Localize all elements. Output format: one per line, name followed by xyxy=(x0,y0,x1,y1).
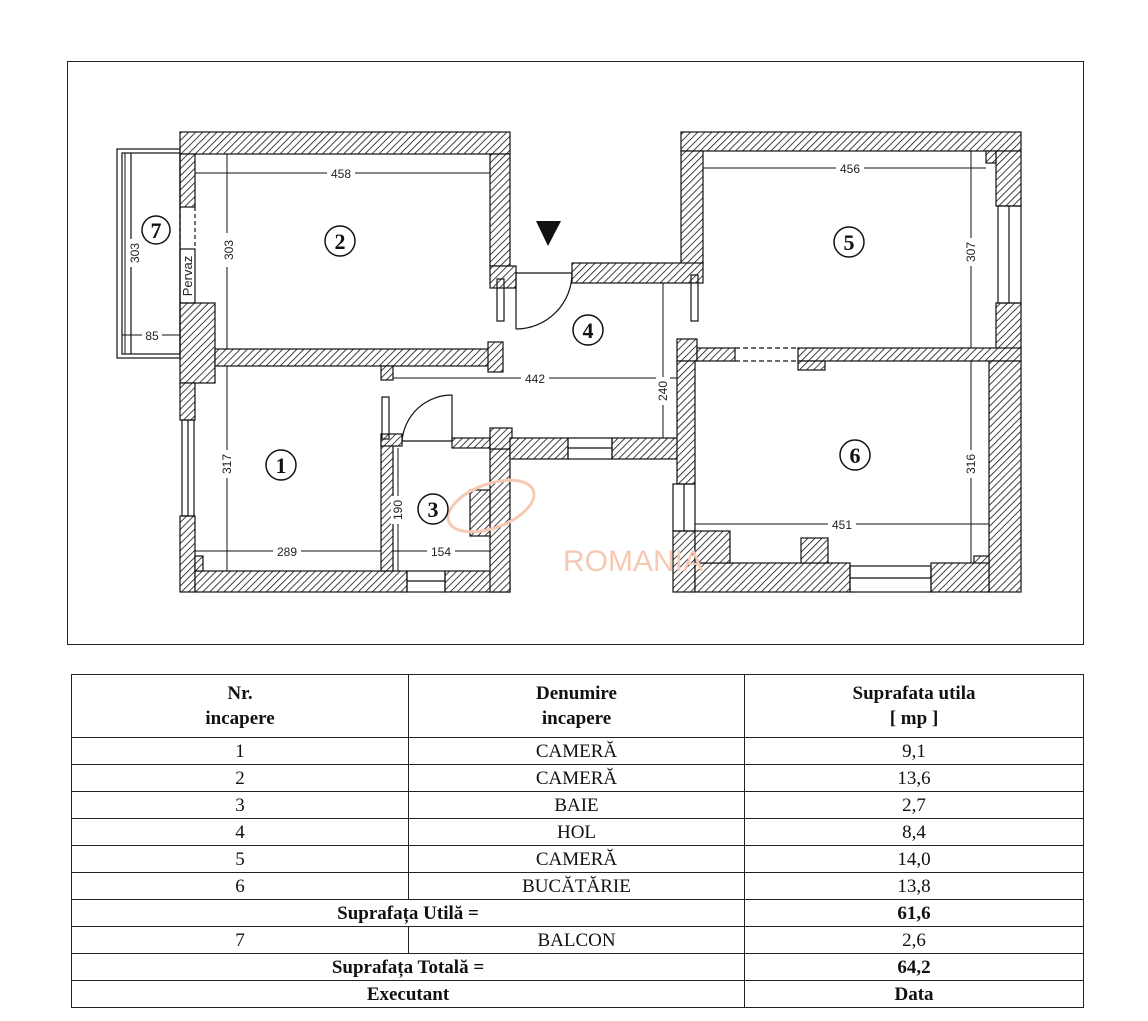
pervaz-label: Pervaz xyxy=(180,256,195,296)
cell-area: 2,6 xyxy=(744,926,1084,954)
date-label: Data xyxy=(744,980,1084,1008)
room-area-table: Nr. incapere Denumire incapere Suprafata… xyxy=(71,674,1084,1008)
cell-nr: 2 xyxy=(71,764,409,792)
cell-nr: 6 xyxy=(71,872,409,900)
table-row: 4 HOL 8,4 xyxy=(71,818,1084,846)
table-header-row: Nr. incapere Denumire incapere Suprafata… xyxy=(71,674,1084,738)
cell-name: BUCĂTĂRIE xyxy=(408,872,745,900)
table-row: 3 BAIE 2,7 xyxy=(71,791,1084,819)
total-area-label: Suprafața Totală = xyxy=(71,953,745,981)
walls-right-block xyxy=(571,131,1022,593)
room-label-5: 5 xyxy=(833,226,865,258)
dim-room1-width: 289 xyxy=(277,545,297,559)
cell-name: CAMERĂ xyxy=(408,764,745,792)
dimension-labels: 458 303 303 85 317 289 190 154 442 240 4… xyxy=(128,161,978,559)
cell-area: 8,4 xyxy=(744,818,1084,846)
svg-text:4: 4 xyxy=(583,318,594,343)
header-room-name-line2: incapere xyxy=(541,708,612,729)
walls-left-block xyxy=(179,131,683,593)
header-room-area: Suprafata utila [ mp ] xyxy=(744,674,1084,738)
executant-label: Executant xyxy=(71,980,745,1008)
header-room-name: Denumire incapere xyxy=(408,674,745,738)
cell-area: 14,0 xyxy=(744,845,1084,873)
dim-room6-width: 451 xyxy=(832,518,852,532)
dim-room2-height: 303 xyxy=(222,240,236,260)
cell-name: HOL xyxy=(408,818,745,846)
cell-name: BALCON xyxy=(408,926,745,954)
cell-nr: 5 xyxy=(71,845,409,873)
table-row: 2 CAMERĂ 13,6 xyxy=(71,764,1084,792)
cell-name: CAMERĂ xyxy=(408,737,745,765)
table-row: 1 CAMERĂ 9,1 xyxy=(71,737,1084,765)
dim-room5-width: 456 xyxy=(840,162,860,176)
table-row: 6 BUCĂTĂRIE 13,8 xyxy=(71,872,1084,900)
svg-text:2: 2 xyxy=(335,229,346,254)
dim-room5-height: 307 xyxy=(964,242,978,262)
useful-area-row: Suprafața Utilă = 61,6 xyxy=(71,899,1084,927)
useful-area-value: 61,6 xyxy=(744,899,1084,927)
header-room-name-line1: Denumire xyxy=(536,683,617,704)
room-outlines xyxy=(116,148,1022,593)
dim-hall-height: 240 xyxy=(656,381,670,401)
room-label-1: 1 xyxy=(265,449,297,481)
room-label-4: 4 xyxy=(572,314,604,346)
dim-balcony-height: 303 xyxy=(128,243,142,263)
room-labels: 1 2 3 4 5 6 7 xyxy=(141,215,871,525)
signature-row: Executant Data xyxy=(71,980,1084,1008)
dim-balcony-depth: 85 xyxy=(145,329,159,343)
svg-text:3: 3 xyxy=(428,497,439,522)
room-label-3: 3 xyxy=(417,493,449,525)
header-room-number: Nr. incapere xyxy=(71,674,409,738)
cell-area: 2,7 xyxy=(744,791,1084,819)
table-row: 5 CAMERĂ 14,0 xyxy=(71,845,1084,873)
room-label-7: 7 xyxy=(141,215,171,245)
header-room-area-line2: [ mp ] xyxy=(889,708,939,729)
dim-room6-height: 316 xyxy=(964,454,978,474)
balcony-row: 7 BALCON 2,6 xyxy=(71,926,1084,954)
cell-area: 13,6 xyxy=(744,764,1084,792)
useful-area-label: Suprafața Utilă = xyxy=(71,899,745,927)
svg-text:1: 1 xyxy=(276,453,287,478)
svg-text:6: 6 xyxy=(850,443,861,468)
cell-name: CAMERĂ xyxy=(408,845,745,873)
entrance-arrow-icon xyxy=(536,221,561,246)
watermark: ROMANIA xyxy=(446,478,703,578)
header-room-number-line2: incapere xyxy=(205,708,275,729)
room-label-2: 2 xyxy=(324,225,356,257)
room-label-6: 6 xyxy=(839,439,871,471)
dim-room1-height: 317 xyxy=(220,454,234,474)
header-room-area-line1: Suprafata utila xyxy=(852,683,976,704)
cell-area: 13,8 xyxy=(744,872,1084,900)
floor-plan-frame: 458 303 303 85 317 289 190 154 442 240 4… xyxy=(67,61,1084,645)
cell-nr: 7 xyxy=(71,926,409,954)
dim-room3-width: 154 xyxy=(431,545,451,559)
floor-plan-drawing: 458 303 303 85 317 289 190 154 442 240 4… xyxy=(116,131,1022,593)
cell-name: BAIE xyxy=(408,791,745,819)
total-area-row: Suprafața Totală = 64,2 xyxy=(71,953,1084,981)
svg-text:7: 7 xyxy=(151,218,162,243)
svg-text:5: 5 xyxy=(844,230,855,255)
dim-room3-height: 190 xyxy=(391,500,405,520)
total-area-value: 64,2 xyxy=(744,953,1084,981)
cell-area: 9,1 xyxy=(744,737,1084,765)
cell-nr: 3 xyxy=(71,791,409,819)
watermark-text: ROMANIA xyxy=(563,545,703,578)
cell-nr: 1 xyxy=(71,737,409,765)
dim-room2-width: 458 xyxy=(331,167,351,181)
dim-hall-width: 442 xyxy=(525,372,545,386)
cell-nr: 4 xyxy=(71,818,409,846)
header-room-number-line1: Nr. xyxy=(227,683,253,704)
